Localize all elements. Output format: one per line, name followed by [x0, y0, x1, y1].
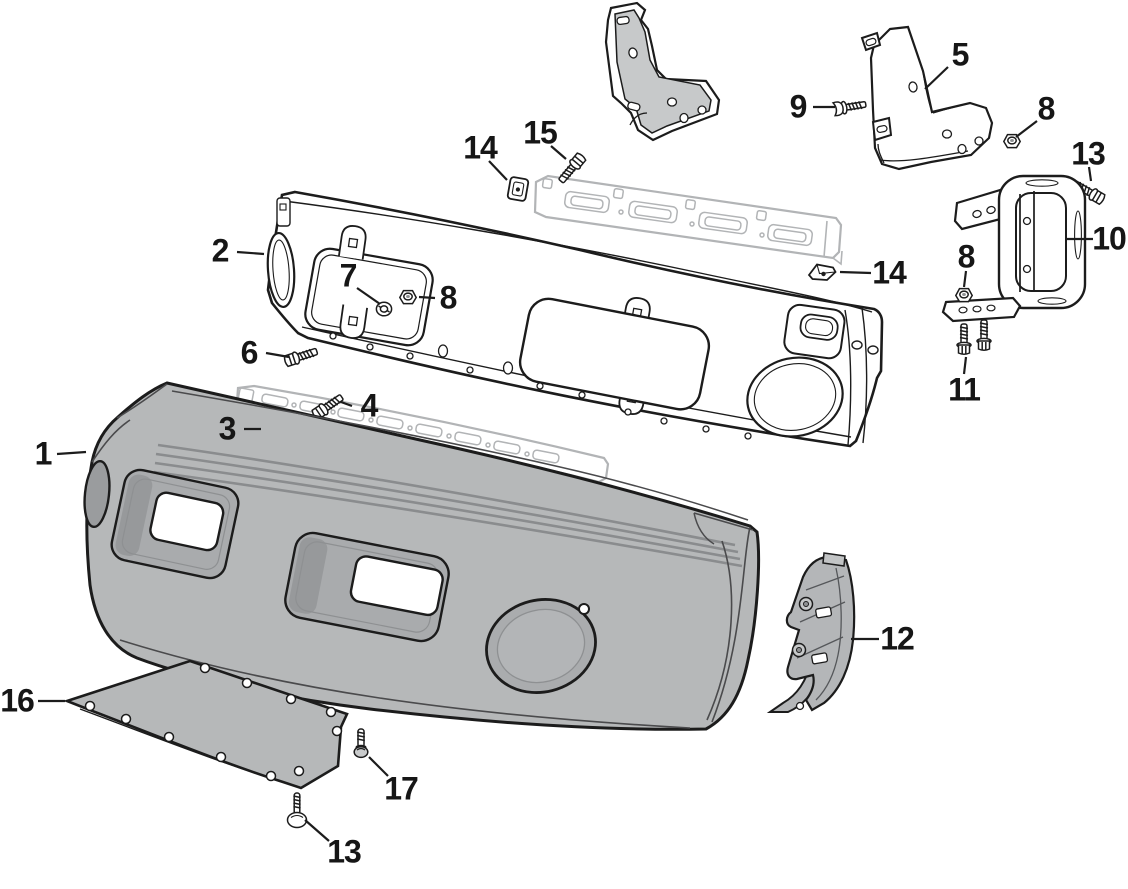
callout-9-screw: 9 — [789, 88, 808, 125]
callout-12-side-bracket: 12 — [880, 620, 915, 657]
callout-13-screw-front: 13 — [327, 833, 362, 870]
callout-1-bumper-face-bar: 1 — [34, 435, 53, 472]
leader-7 — [356, 287, 381, 305]
callout-10-tow-hook-brace: 10 — [1092, 220, 1127, 257]
clip-upper-left-14 — [506, 175, 530, 203]
screw-frame-bracket-9 — [832, 96, 868, 117]
leader-13b — [304, 819, 330, 842]
bumper-reinforcement — [266, 190, 884, 448]
tow-hook-brace — [941, 174, 1087, 323]
bolt-brace-lower-a-11 — [956, 323, 972, 355]
skid-plate — [63, 659, 349, 790]
leader-6 — [265, 351, 290, 359]
bumper-side-bracket — [766, 552, 856, 713]
screw-skid-plate-rear-17 — [353, 728, 369, 759]
clip-upper-right-14 — [808, 263, 837, 281]
leader-17 — [368, 756, 389, 777]
callout-14-clip-left: 14 — [463, 129, 498, 166]
leader-8a — [1015, 120, 1038, 138]
upper-impact-strip-phantom — [533, 174, 843, 266]
callout-8-nut-upper-right: 8 — [1037, 90, 1056, 127]
frame-bracket-right — [860, 25, 994, 171]
callout-3-clip: 3 — [218, 410, 237, 447]
callout-16-skid-plate: 16 — [0, 682, 35, 719]
leader-15 — [550, 145, 567, 160]
leader-5 — [924, 66, 949, 90]
leader-8c — [418, 295, 436, 300]
leader-11 — [962, 356, 968, 375]
callout-6-bolt: 6 — [240, 334, 259, 371]
callout-13-screw-brace: 13 — [1071, 135, 1106, 172]
callout-7-stud: 7 — [339, 257, 358, 294]
leader-14b — [839, 270, 872, 275]
bolt-brace-lower-b-11 — [976, 319, 992, 351]
frame-bracket-inner-left — [604, 1, 721, 142]
callout-14-clip-right: 14 — [872, 254, 907, 291]
callout-4-screw: 4 — [360, 387, 379, 424]
callout-2-reinforcement: 2 — [211, 232, 230, 269]
leader-14a — [488, 160, 508, 181]
screw-skid-plate-front-13 — [286, 792, 308, 829]
leader-4 — [340, 400, 353, 408]
bumper-face-bar — [83, 381, 761, 731]
leader-8b — [962, 270, 968, 288]
callout-17-screw: 17 — [384, 770, 419, 807]
callout-5-frame-bracket: 5 — [951, 36, 970, 73]
leader-13a — [1087, 166, 1093, 182]
leader-2 — [236, 250, 265, 256]
leader-lines — [38, 66, 1093, 842]
leader-1 — [56, 450, 87, 456]
callout-8-nut-brace: 8 — [957, 238, 976, 275]
flange-nut-brace-8 — [955, 287, 973, 303]
callout-8-nut-center: 8 — [439, 279, 458, 316]
callout-15-screw: 15 — [523, 114, 558, 151]
flange-nut-center-8 — [399, 289, 417, 305]
callout-11-bolts: 11 — [948, 371, 981, 408]
